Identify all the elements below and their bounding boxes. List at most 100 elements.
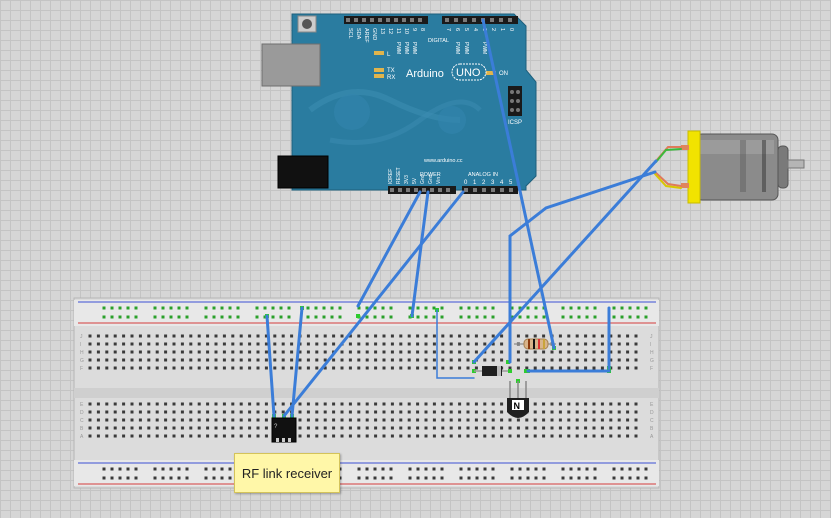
terminal-hole [96,402,100,406]
terminal-hole [239,426,243,430]
terminal-hole [323,358,327,362]
terminal-hole [458,426,462,430]
rail-hole [542,476,546,480]
rail-hole [228,306,232,310]
terminal-hole [458,366,462,370]
rail-hole [134,315,138,319]
header-hole [464,188,468,192]
terminal-hole [172,350,176,354]
header-hole [394,18,398,22]
terminal-hole [264,402,268,406]
power-pin-label: Gnd [420,174,426,184]
terminal-hole [164,342,168,346]
terminal-hole [306,410,310,414]
terminal-hole [491,358,495,362]
terminal-hole [500,434,504,438]
terminal-hole [323,410,327,414]
terminal-hole [550,366,554,370]
rail-hole [620,306,624,310]
terminal-hole [474,350,478,354]
diode[interactable] [474,366,508,376]
rail-hole [220,467,224,471]
top-pin-label: 7 [445,28,451,31]
rf-receiver-chip[interactable]: ? [271,417,297,443]
terminal-hole [542,402,546,406]
terminal-hole [424,418,428,422]
wire-vin-to-ic[interactable] [282,190,465,418]
terminal-hole [575,410,579,414]
wire-rail-to-ic[interactable] [265,314,276,418]
resistor[interactable] [514,338,556,350]
terminal-hole [348,350,352,354]
terminal-hole [584,426,588,430]
terminal-hole [298,350,302,354]
terminal-hole [172,418,176,422]
motor-lead-2[interactable] [654,171,682,187]
motor-lead-1-green[interactable] [655,148,682,163]
terminal-hole [348,410,352,414]
terminal-hole [248,402,252,406]
terminal-hole [550,402,554,406]
terminal-hole [273,366,277,370]
terminal-hole [474,426,478,430]
rail-hole [212,476,216,480]
terminal-hole [348,342,352,346]
dc-motor[interactable] [681,130,805,204]
wire-rail-to-ic-2[interactable] [290,306,304,418]
terminal-hole [558,418,562,422]
terminal-hole [449,342,453,346]
terminal-hole [105,366,109,370]
wire-gnd-to-rail[interactable] [410,190,430,318]
terminal-hole [600,410,604,414]
analog-header [462,186,518,194]
rail-hole [561,476,565,480]
terminal-hole [626,410,630,414]
wire-5v-to-rail[interactable] [356,190,422,308]
connected-hole [506,360,510,364]
terminal-hole [256,426,260,430]
npn-transistor[interactable]: N [507,381,529,418]
wire-thin-jumper[interactable] [436,309,475,379]
terminal-hole [180,426,184,430]
rail-hole [593,476,597,480]
terminal-hole [222,358,226,362]
terminal-hole [239,418,243,422]
arduino-uno-board[interactable]: ICSP L TX RX ON Arduino UNO www.arduino.… [261,13,537,194]
motor-lead-2-yellow[interactable] [654,173,682,189]
rail-hole [306,315,310,319]
terminal-hole [214,350,218,354]
terminal-hole [96,358,100,362]
rail-hole [153,476,157,480]
rail-hole [432,315,436,319]
terminal-hole [617,350,621,354]
terminal-hole [382,410,386,414]
terminal-hole [516,434,520,438]
terminal-hole [533,350,537,354]
header-hole [354,18,358,22]
terminal-hole [315,402,319,406]
terminal-hole [634,366,638,370]
terminal-hole [432,418,436,422]
terminal-hole [206,426,210,430]
terminal-hole [138,342,142,346]
terminal-hole [180,434,184,438]
rf-link-receiver-note[interactable]: RF link receiver [234,453,340,493]
terminal-hole [88,358,92,362]
terminal-hole [105,334,109,338]
wire-pin3-to-resistor[interactable] [481,18,556,350]
terminal-hole [516,334,520,338]
rail-hole [424,476,428,480]
wire-motor-to-diode[interactable] [472,159,658,364]
terminal-hole [592,410,596,414]
terminal-hole [222,342,226,346]
terminal-hole [222,410,226,414]
terminal-hole [466,334,470,338]
terminal-hole [382,342,386,346]
center-channel [74,388,659,398]
rail-hole [577,476,581,480]
terminal-hole [432,410,436,414]
terminal-hole [424,334,428,338]
terminal-hole [172,366,176,370]
connected-hole [508,369,512,373]
